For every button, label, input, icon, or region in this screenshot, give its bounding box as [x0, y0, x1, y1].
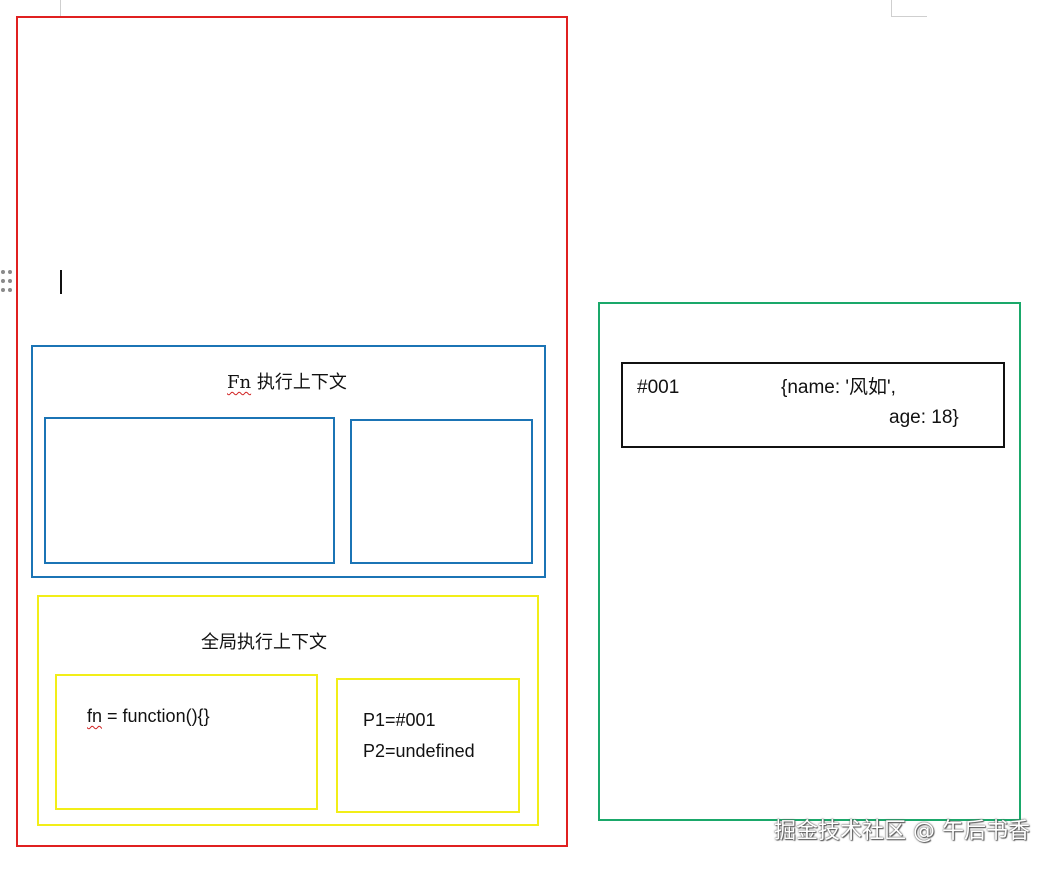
p1-text: P1=#001 — [363, 710, 436, 730]
global-context-variables-box[interactable] — [55, 674, 318, 810]
fn-declaration-name: fn — [87, 706, 103, 726]
page-corner-mark-right-h — [891, 16, 927, 17]
stack-frame[interactable] — [16, 16, 568, 847]
global-context-params-box[interactable] — [336, 678, 520, 813]
heap-address: #001 — [637, 377, 680, 398]
fn-context-title: Fn 执行上下文 — [227, 372, 347, 394]
fn-context-title-rest: 执行上下文 — [251, 372, 347, 393]
global-execution-context-box[interactable] — [37, 595, 539, 826]
global-context-title: 全局执行上下文 — [201, 632, 327, 653]
watermark: 掘金技术社区 @ 午后书香 — [774, 819, 1030, 844]
drag-handle-icon[interactable] — [1, 268, 15, 294]
heap-object-line2: age: 18} — [889, 407, 959, 428]
fn-context-left-box[interactable] — [44, 417, 335, 564]
fn-context-title-prefix: Fn — [227, 372, 252, 393]
fn-declaration-text: fn = function(){} — [87, 705, 210, 727]
page-corner-mark-right — [891, 0, 892, 16]
text-cursor — [60, 270, 62, 294]
p2-text: P2=undefined — [363, 741, 475, 761]
fn-execution-context-box[interactable] — [31, 345, 546, 578]
page-corner-mark-left — [60, 0, 61, 16]
fn-declaration-value: = function(){} — [102, 706, 210, 726]
heap-object-box[interactable] — [621, 362, 1005, 448]
heap-frame[interactable] — [598, 302, 1021, 821]
fn-context-right-box[interactable] — [350, 419, 533, 564]
heap-object-line1: {name: '风如', — [781, 377, 896, 398]
